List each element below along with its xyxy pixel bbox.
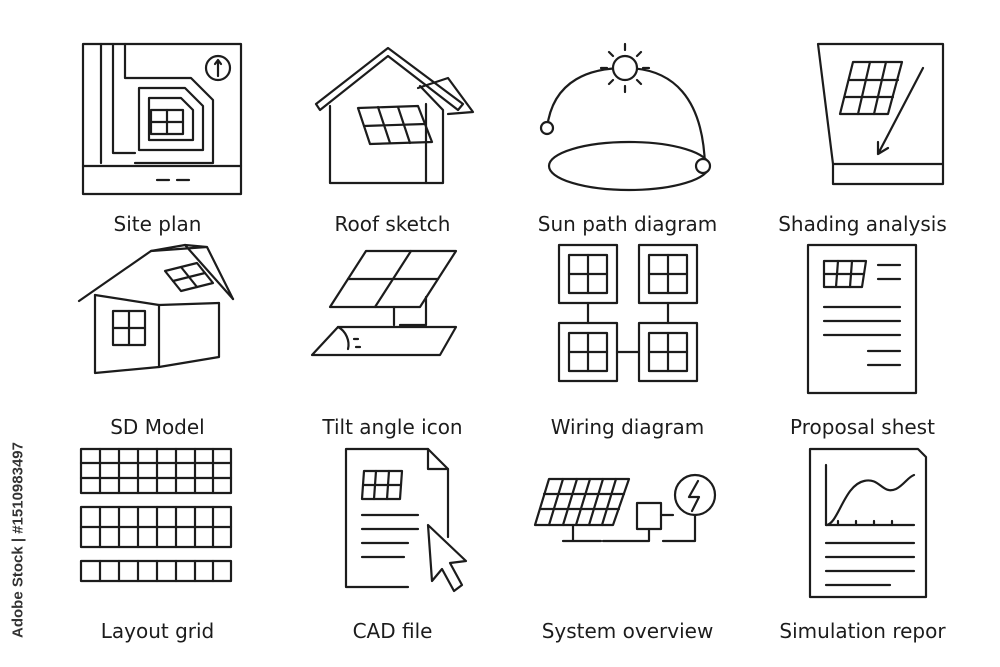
icon-label: Roof sketch [334,212,451,236]
icon-card-roof-sketch: Roof sketch [275,30,510,236]
simulation-report-icon [808,447,927,598]
roof-sketch-icon [314,46,474,185]
icon-card-sd-model: SD Model [40,233,275,440]
icon-label: Simulation repor [779,618,946,643]
icon-card-layout-grid: Layout grid [40,437,275,643]
icon-label: Shading analysis [778,212,947,236]
system-overview-icon [533,473,716,542]
icon-label: System overview [541,618,714,643]
wiring-diagram-icon [557,244,698,383]
icon-card-simulation: Simulation repor [745,437,980,643]
icon-card-wiring: Wiring diagram [510,233,745,440]
sd-model-icon [77,244,234,375]
icon-card-site-plan: Site plan [40,30,275,236]
icon-card-shading: Shading analysis [745,30,980,236]
icon-card-tilt-angle: Tilt angle icon [275,233,510,440]
tilt-angle-icon [310,250,457,357]
icon-label: Wiring diagram [550,415,705,440]
site-plan-icon [81,42,242,196]
icon-label: Sun path diagram [537,212,718,236]
icon-card-cad-file: CAD file [275,437,510,643]
watermark-side-text: Adobe Stock | #1510983497 [4,420,32,660]
sun-path-diagram-icon [539,42,711,192]
icon-label: CAD file [352,618,433,643]
icon-label: SD Model [110,415,205,440]
icon-card-system-overview: System overview [510,437,745,643]
icon-grid: Site plan Roof sketch Sun path diagram [40,30,980,643]
icon-card-proposal: Proposal shest [745,233,980,440]
icon-label: Proposal shest [790,415,935,440]
layout-grid-icon [79,447,232,582]
icon-label: Tilt angle icon [322,415,463,440]
icon-label: Site plan [113,212,202,236]
shading-analysis-icon [816,42,944,186]
icon-label: Layout grid [100,618,215,643]
cad-file-icon [344,447,467,592]
proposal-sheet-icon [806,244,917,395]
watermark-text: Adobe Stock | #1510983497 [9,442,27,638]
icon-card-sun-path: Sun path diagram [510,30,745,236]
